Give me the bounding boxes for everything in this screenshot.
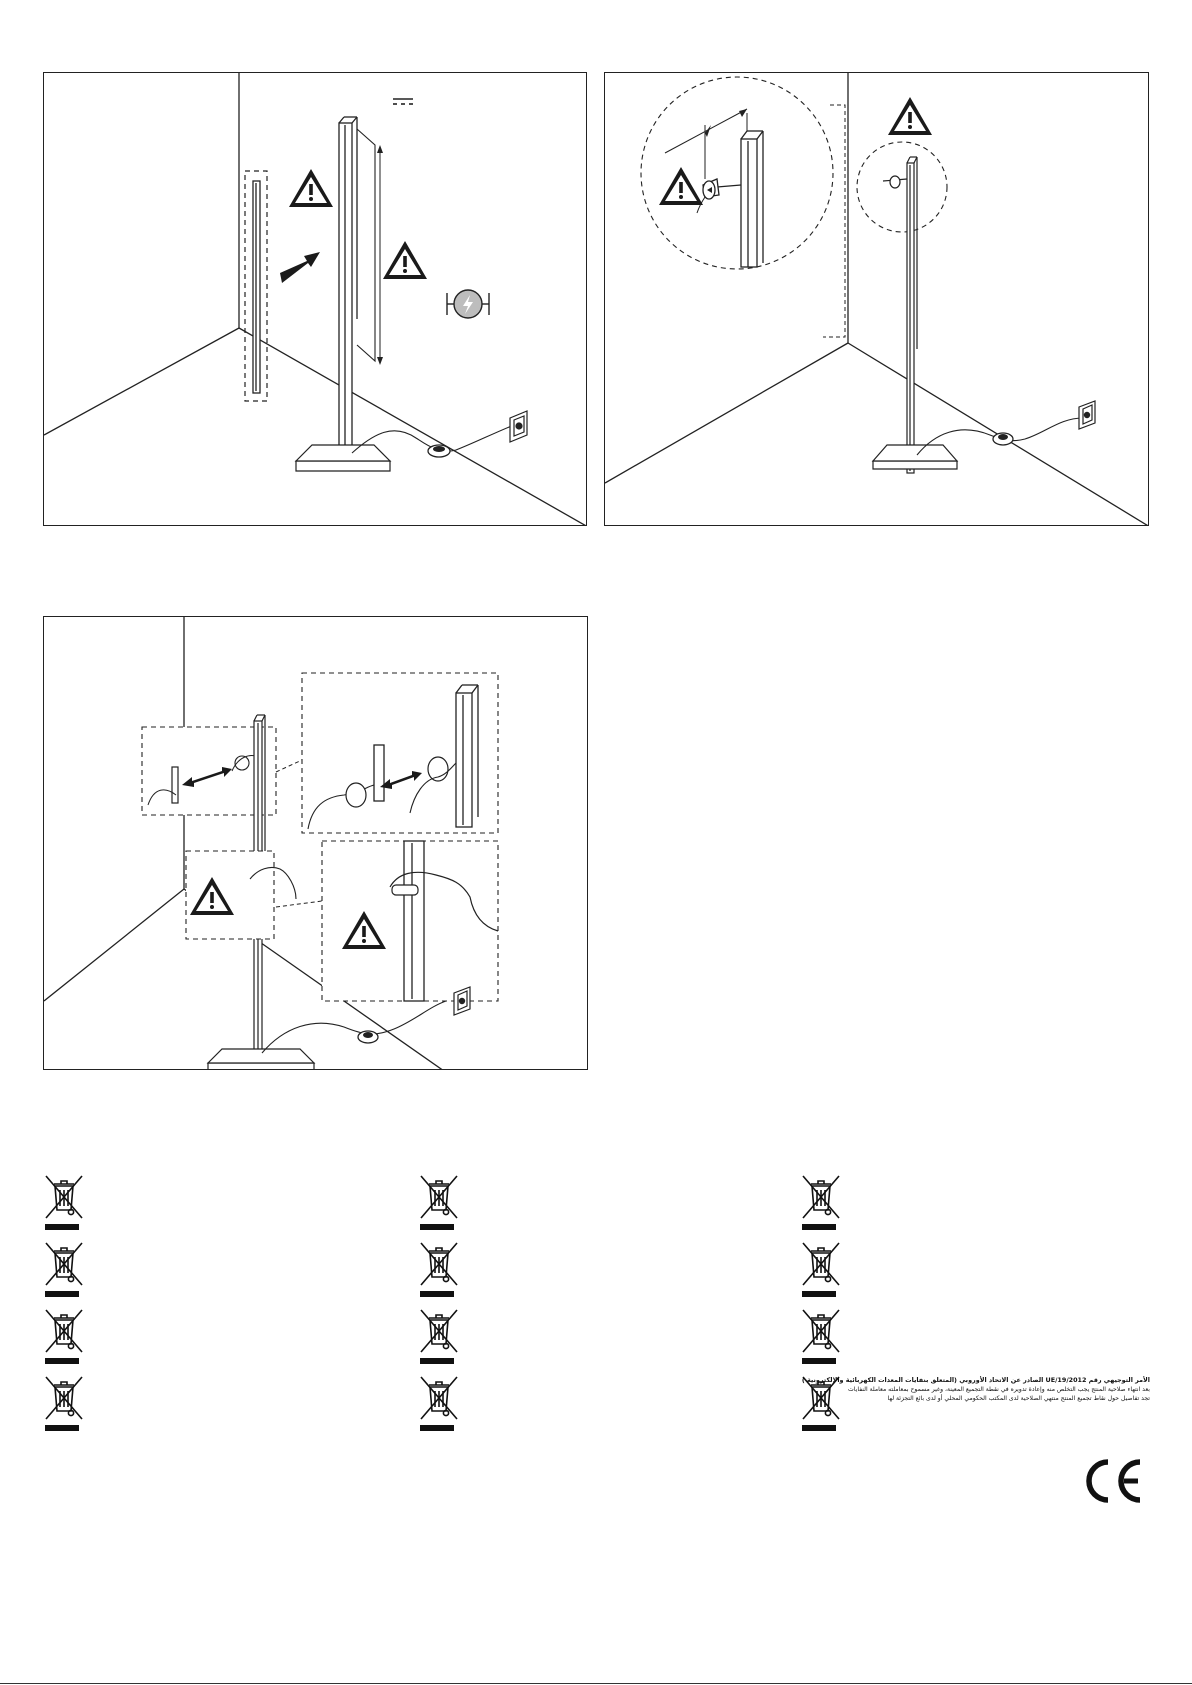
crossed-out-wheeled-bin-icon <box>799 1241 843 1299</box>
wall-socket <box>509 410 528 443</box>
weee-notice-arabic: الأمر التوجيهي رقم UE/19/2012 الصادر عن … <box>801 1376 1150 1403</box>
ce-mark-icon <box>1080 1458 1144 1504</box>
warning-triangle-icon <box>659 167 703 205</box>
dimension-line <box>664 108 748 154</box>
floor-left-line <box>44 888 185 1002</box>
warning-triangle-icon <box>190 877 234 915</box>
lamp-base <box>872 460 958 470</box>
weee-notice-line-3: تجد تفاصيل حول نقاط تجميع المنتج منتهي ا… <box>887 1395 1150 1402</box>
remove-illustration <box>44 617 499 1069</box>
lamp-head-detail <box>455 692 473 828</box>
power-cable <box>261 1000 447 1054</box>
warning-triangle-icon <box>289 169 333 207</box>
crossed-out-wheeled-bin-icon <box>42 1375 86 1433</box>
warning-triangle-icon <box>383 241 427 279</box>
floor-right-line <box>238 327 586 525</box>
illustration-panel-adjust-head <box>604 72 1149 526</box>
detail-circle-small <box>856 141 948 233</box>
install-illustration <box>44 73 586 525</box>
arrow-icon <box>280 252 320 283</box>
light-panel-outline <box>356 128 376 363</box>
detail-circle-large <box>640 76 834 270</box>
floor-left-line <box>605 342 849 484</box>
weee-notice-line-1: الأمر التوجيهي رقم UE/19/2012 الصادر عن … <box>801 1376 1150 1384</box>
spot-light-small <box>889 175 901 189</box>
arrow-icon <box>182 767 232 787</box>
warning-triangle-icon <box>888 97 932 135</box>
lamp-base <box>207 1062 315 1069</box>
wall-socket <box>1078 400 1096 430</box>
detail-dashed-box <box>244 170 268 402</box>
detail-dashed-box-left-bottom <box>185 850 275 940</box>
crossed-out-wheeled-bin-icon <box>42 1174 86 1232</box>
wall-socket <box>453 986 471 1016</box>
adjust-illustration <box>605 73 1148 525</box>
illustration-panel-remove-head <box>43 616 588 1070</box>
lamp-head-detail <box>740 138 758 268</box>
crossed-out-wheeled-bin-icon <box>417 1174 461 1232</box>
warning-triangle-icon <box>342 911 386 949</box>
crossed-out-wheeled-bin-icon <box>42 1241 86 1299</box>
illustration-panel-install-lamp <box>43 72 587 526</box>
footer-rule <box>0 1683 1192 1684</box>
power-cable <box>351 424 515 454</box>
direct-current-icon <box>393 98 413 105</box>
power-switch-icon <box>446 289 490 319</box>
lamp-base <box>295 460 391 472</box>
crossed-out-wheeled-bin-icon <box>417 1308 461 1366</box>
floor-left-line <box>44 327 240 436</box>
weee-notice-line-2: بعد انتهاء صلاحية المنتج يجب التخلص منه … <box>848 1386 1150 1393</box>
crossed-out-wheeled-bin-icon <box>417 1241 461 1299</box>
crossed-out-wheeled-bin-icon <box>42 1308 86 1366</box>
crossed-out-wheeled-bin-icon <box>417 1375 461 1433</box>
crossed-out-wheeled-bin-icon <box>799 1375 843 1433</box>
crossed-out-wheeled-bin-icon <box>799 1308 843 1366</box>
lamp-pole-detail <box>403 840 425 1002</box>
crossed-out-wheeled-bin-icon <box>799 1174 843 1232</box>
